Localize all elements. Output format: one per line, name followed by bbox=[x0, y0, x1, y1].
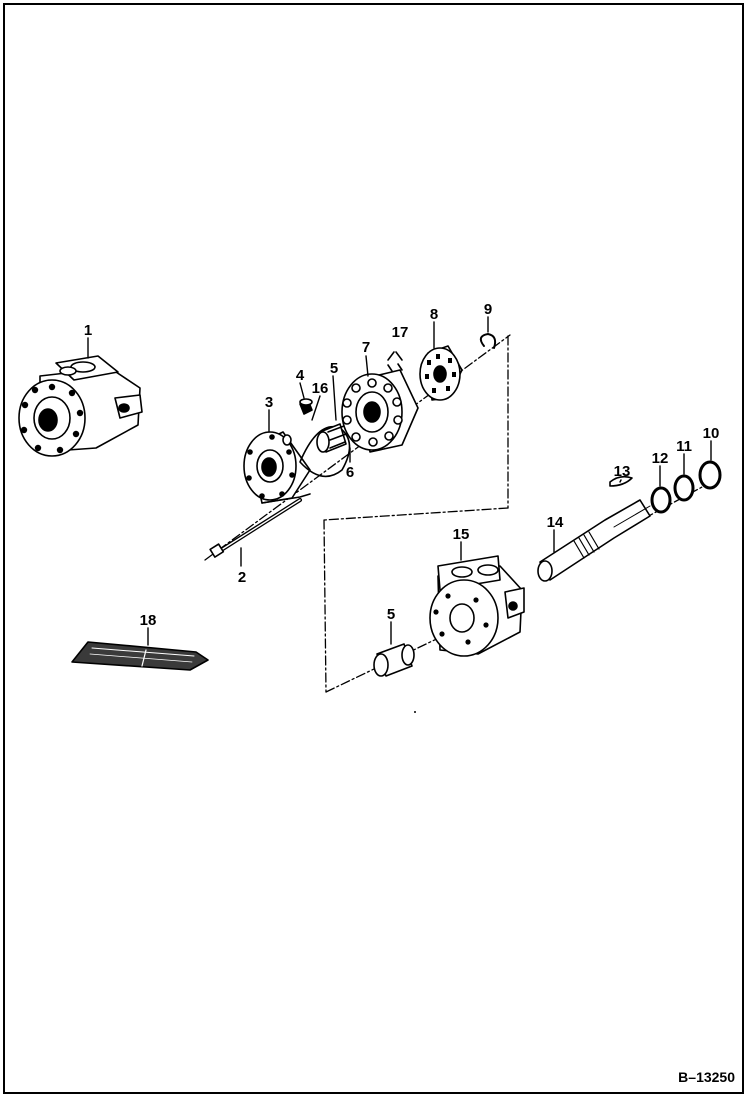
seal-rings bbox=[299, 425, 351, 478]
valve-plate bbox=[419, 345, 463, 401]
label-4: 4 bbox=[296, 367, 305, 384]
label-5-upper: 5 bbox=[330, 360, 338, 377]
bushing bbox=[373, 643, 415, 677]
pins bbox=[387, 351, 403, 372]
label-13: 13 bbox=[614, 463, 631, 480]
label-9: 9 bbox=[484, 301, 492, 318]
label-6: 6 bbox=[346, 464, 354, 481]
label-2: 2 bbox=[238, 569, 246, 586]
label-10: 10 bbox=[703, 425, 720, 442]
needle-bearing-upper bbox=[316, 423, 347, 453]
shaft-seals bbox=[650, 460, 722, 514]
label-3: 3 bbox=[265, 394, 273, 411]
callout-labels: 1 2 3 4 5 5 6 7 8 9 10 11 12 13 14 15 16… bbox=[84, 301, 720, 629]
label-14: 14 bbox=[547, 514, 564, 531]
bolt bbox=[209, 498, 302, 558]
speck bbox=[414, 711, 416, 713]
label-11: 11 bbox=[676, 438, 692, 455]
plug bbox=[299, 398, 313, 415]
label-15: 15 bbox=[453, 526, 470, 543]
label-16: 16 bbox=[312, 380, 329, 397]
drive-shaft bbox=[537, 499, 651, 582]
gerotor bbox=[341, 369, 419, 453]
decal bbox=[71, 641, 209, 671]
page-border bbox=[3, 3, 744, 1094]
label-1: 1 bbox=[84, 322, 92, 339]
leader-lines bbox=[87, 316, 712, 646]
housing bbox=[429, 555, 525, 657]
end-cap bbox=[243, 431, 311, 504]
retaining-clip bbox=[479, 333, 497, 349]
reference-number: B–13250 bbox=[678, 1069, 735, 1085]
label-5-lower: 5 bbox=[387, 606, 395, 623]
label-8: 8 bbox=[430, 306, 438, 323]
label-18: 18 bbox=[140, 612, 157, 629]
label-7: 7 bbox=[362, 339, 370, 356]
label-17: 17 bbox=[392, 324, 409, 341]
motor-assembly bbox=[18, 355, 143, 457]
label-12: 12 bbox=[652, 450, 669, 467]
